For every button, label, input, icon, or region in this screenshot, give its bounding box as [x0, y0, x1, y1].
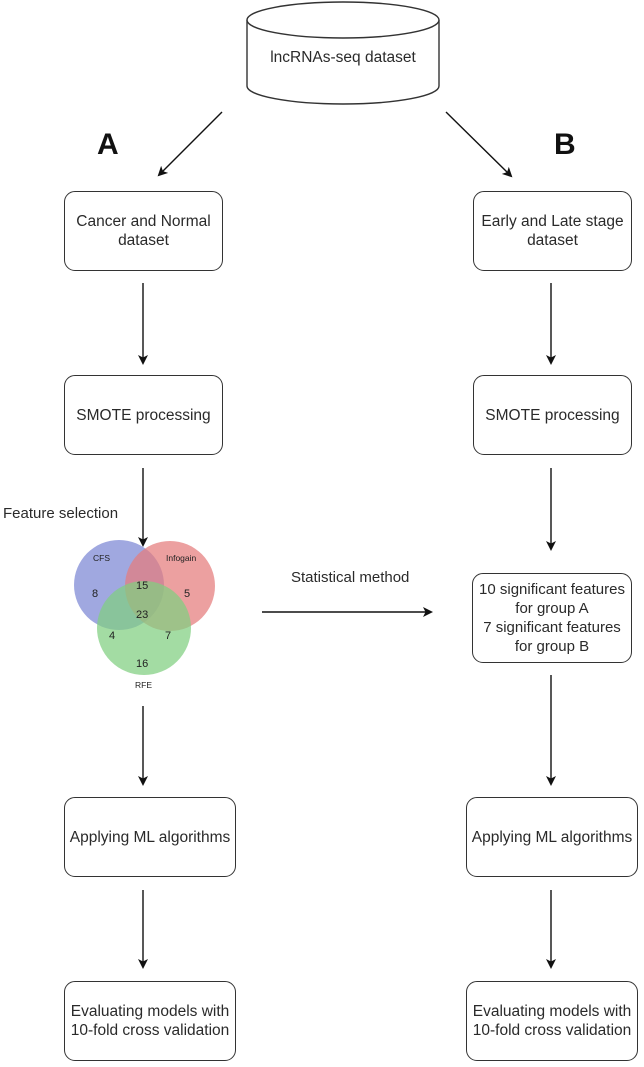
box-evaluating-models-a: Evaluating models with 10-fold cross val… — [64, 981, 236, 1061]
box-significant-features: 10 significant features for group A 7 si… — [472, 573, 632, 663]
source-dataset-label: lncRNAs-seq dataset — [270, 49, 416, 66]
arrow-source-to-a — [157, 111, 223, 177]
venn-region-value: 8 — [92, 588, 98, 600]
venn-set-label: Infogain — [166, 553, 197, 563]
venn-region-value: 4 — [109, 630, 115, 642]
box-cancer-normal-dataset: Cancer and Normal dataset — [64, 191, 223, 271]
venn-region-value: 15 — [136, 580, 148, 592]
statistical-method-label: Statistical method — [291, 569, 410, 586]
venn-region-value: 23 — [136, 609, 148, 621]
venn-region-value: 5 — [184, 588, 190, 600]
branch-b-label: B — [554, 128, 576, 161]
box-smote-processing-a: SMOTE processing — [64, 375, 223, 455]
venn-region-value: 16 — [136, 658, 148, 670]
venn-set-label: CFS — [93, 553, 110, 563]
feature-selection-label: Feature selection — [3, 505, 119, 522]
box-smote-processing-b: SMOTE processing — [473, 375, 632, 455]
venn-set-label: RFE — [135, 680, 152, 690]
box-evaluating-models-b: Evaluating models with 10-fold cross val… — [466, 981, 638, 1061]
arrow-source-to-b — [445, 111, 513, 178]
box-applying-ml-b: Applying ML algorithms — [466, 797, 638, 877]
branch-a-label: A — [97, 128, 119, 161]
box-early-late-dataset: Early and Late stage dataset — [473, 191, 632, 271]
venn-region-value: 7 — [165, 630, 171, 642]
venn-circle-rfe — [97, 581, 191, 675]
database-cylinder-icon — [246, 1, 440, 105]
box-applying-ml-a: Applying ML algorithms — [64, 797, 236, 877]
venn-diagram: CFS Infogain RFE 8 15 5 23 4 7 16 — [74, 540, 215, 690]
